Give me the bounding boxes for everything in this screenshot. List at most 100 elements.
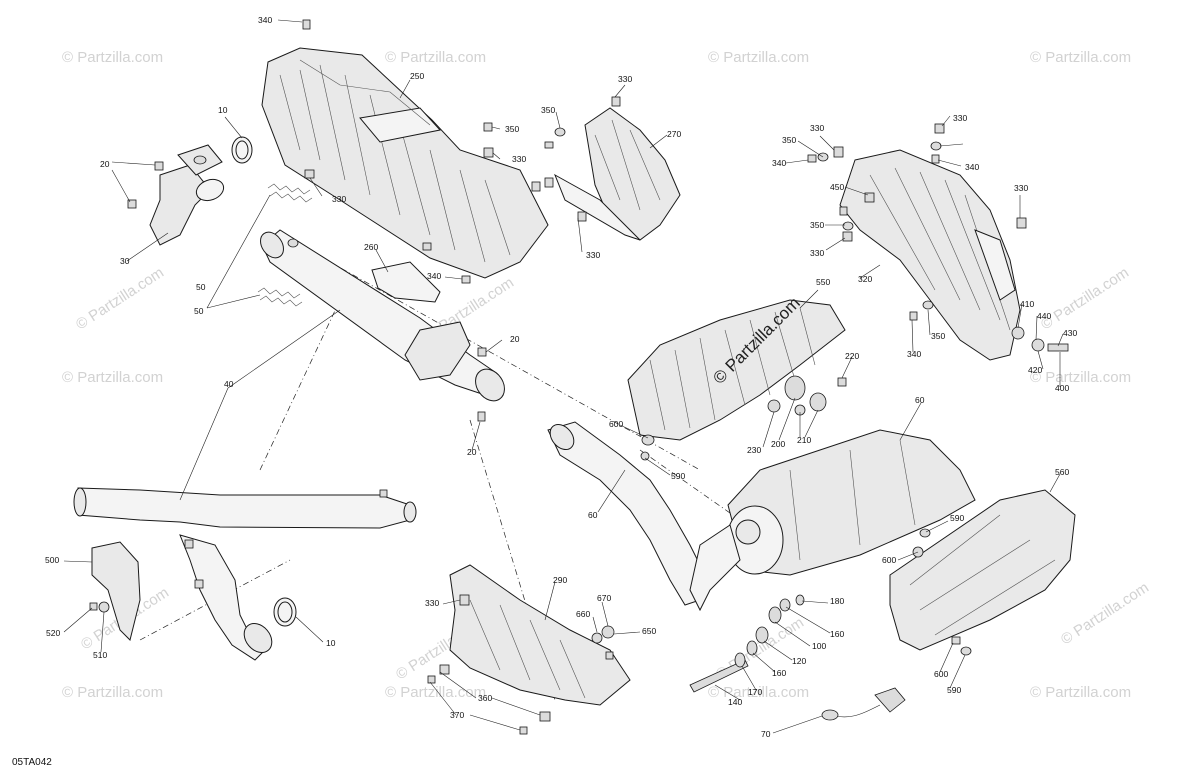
callout-label: 330 [425, 598, 439, 608]
callout-label: 20 [467, 447, 477, 457]
upper-heat-shield [261, 47, 549, 279]
callout-label: 160 [772, 668, 786, 678]
callout-label: 210 [797, 435, 811, 445]
diagram-code: 05TA042 [12, 757, 52, 768]
callout-label: 330 [810, 123, 824, 133]
watermark: © Partzilla.com [708, 684, 809, 701]
muffler-heat-shield [627, 299, 846, 441]
callout-label: 290 [553, 575, 567, 585]
callout-label: 250 [410, 71, 424, 81]
callout-label: 20 [100, 159, 110, 169]
callout-label: 660 [576, 609, 590, 619]
callout-label: 10 [218, 105, 228, 115]
callout-label: 550 [816, 277, 830, 287]
callout-label: 350 [541, 105, 555, 115]
callout-label: 330 [586, 250, 600, 260]
callout-label: 40 [224, 379, 234, 389]
leader-lines [63, 19, 1064, 734]
callout-label: 600 [882, 555, 896, 565]
callout-label: 50 [196, 282, 206, 292]
callout-label: 350 [782, 135, 796, 145]
callout-label: 50 [194, 306, 204, 316]
muffler [689, 429, 976, 612]
gasket-ring [277, 601, 293, 623]
callout-label: 440 [1037, 311, 1051, 321]
callout-label: 120 [792, 656, 806, 666]
callout-label: 100 [812, 641, 826, 651]
exhaust-pipe-upper [260, 229, 505, 402]
callout-label: 340 [907, 349, 921, 359]
callout-label: 220 [845, 351, 859, 361]
callout-label: 140 [728, 697, 742, 707]
watermark: © Partzilla.com [62, 49, 163, 66]
callout-label: 30 [120, 256, 130, 266]
callout-label: 330 [618, 74, 632, 84]
callout-label: 420 [1028, 365, 1042, 375]
oxygen-sensor [821, 687, 906, 721]
callout-label: 320 [858, 274, 872, 284]
callout-label: 340 [965, 162, 979, 172]
watermark: © Partzilla.com [385, 49, 486, 66]
watermark: © Partzilla.com [1030, 49, 1131, 66]
watermark: © Partzilla.com [708, 49, 809, 66]
callout-label: 20 [510, 334, 520, 344]
spring-lower [257, 287, 303, 307]
callout-label: 350 [505, 124, 519, 134]
watermark: © Partzilla.com [73, 264, 167, 333]
watermark: © Partzilla.com [62, 369, 163, 386]
callout-label: 670 [597, 593, 611, 603]
callout-label: 330 [512, 154, 526, 164]
callout-label: 340 [258, 15, 272, 25]
callout-label: 10 [326, 638, 336, 648]
watermark: © Partzilla.com [1058, 579, 1152, 648]
callout-label: 180 [830, 596, 844, 606]
callout-label: 330 [1014, 183, 1028, 193]
callout-label: 600 [934, 669, 948, 679]
callout-label: 160 [830, 629, 844, 639]
callout-label: 350 [931, 331, 945, 341]
callout-label: 520 [46, 628, 60, 638]
callout-label: 60 [915, 395, 925, 405]
watermark: © Partzilla.com [1030, 369, 1131, 386]
callout-label: 340 [427, 271, 441, 281]
tail-pipe [547, 421, 706, 606]
watermark: © Partzilla.com [1030, 684, 1131, 701]
bracket-500 [91, 541, 141, 641]
callout-label: 400 [1055, 383, 1069, 393]
callout-label: 330 [332, 194, 346, 204]
gasket-ring [235, 140, 249, 160]
callout-label: 500 [45, 555, 59, 565]
callout-label: 360 [478, 693, 492, 703]
callout-label: 650 [642, 626, 656, 636]
lower-heat-shield [449, 564, 631, 706]
callout-label: 230 [747, 445, 761, 455]
spring-upper [267, 183, 313, 203]
watermark: © Partzilla.com [62, 684, 163, 701]
watermark: © Partzilla.com [385, 684, 486, 701]
watermark: © Partzilla.com [1038, 264, 1132, 333]
callout-label: 200 [771, 439, 785, 449]
callout-label: 170 [748, 687, 762, 697]
callout-label: 410 [1020, 299, 1034, 309]
mid-heat-shield [554, 107, 681, 241]
exhaust-elbow [149, 144, 225, 246]
callout-label: 70 [761, 729, 771, 739]
callout-label: 330 [810, 248, 824, 258]
callout-label: 350 [810, 220, 824, 230]
muffler-side-shield [889, 489, 1076, 651]
callout-label: 560 [1055, 467, 1069, 477]
callout-label: 590 [947, 685, 961, 695]
callout-label: 590 [950, 513, 964, 523]
callout-label: 330 [953, 113, 967, 123]
callout-label: 510 [93, 650, 107, 660]
exhaust-pipe-lower [73, 487, 417, 661]
gasket-plate [371, 261, 441, 303]
assembly-lines [139, 261, 741, 701]
callout-label: 260 [364, 242, 378, 252]
callout-label: 270 [667, 129, 681, 139]
callout-label: 340 [772, 158, 786, 168]
callout-label: 450 [830, 182, 844, 192]
rear-heat-shield [839, 149, 1021, 361]
callout-label: 370 [450, 710, 464, 720]
